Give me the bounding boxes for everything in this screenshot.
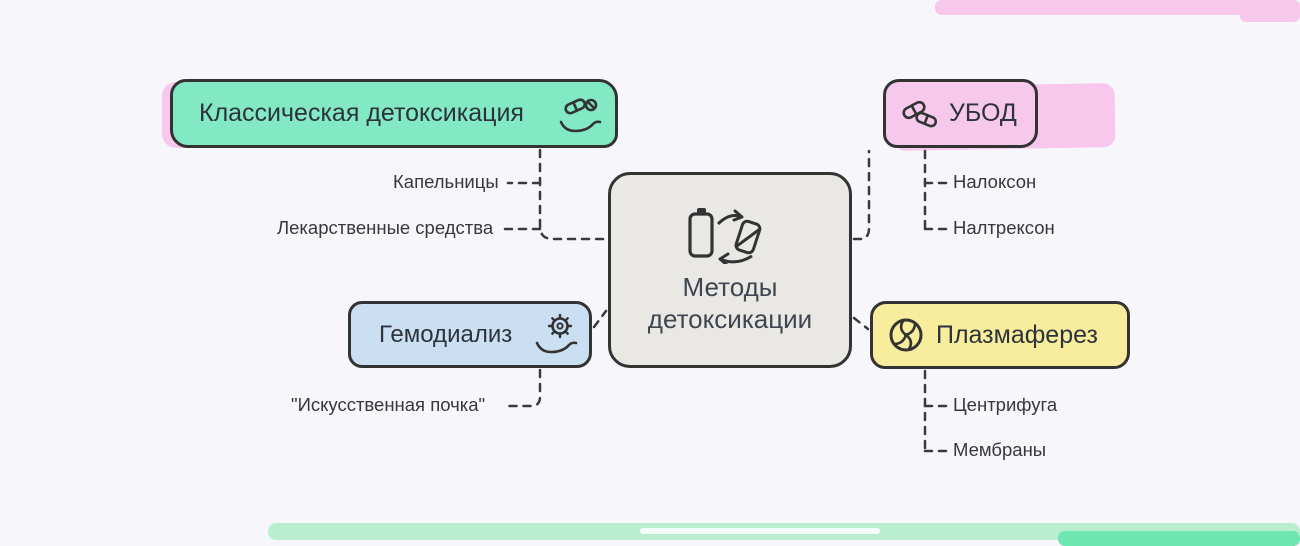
node-plasmapheresis[interactable]: Плазмаферез [870, 301, 1130, 369]
pills-icon [902, 100, 938, 127]
spiral-icon [889, 318, 923, 352]
child-lekarstvennye-sredstva[interactable]: Лекарственные средства [277, 217, 494, 238]
node-plasmapheresis-label: Плазмаферез [936, 320, 1098, 349]
node-center[interactable]: Методы детоксикации [608, 172, 852, 368]
node-ubod[interactable]: УБОД [883, 79, 1038, 148]
child-kapelnitsy[interactable]: Капельницы [393, 171, 499, 192]
node-classic-label: Классическая детоксикация [199, 99, 524, 127]
center-label-line2: детоксикации [647, 304, 813, 334]
node-classic-detox[interactable]: Классическая детоксикация [170, 79, 618, 148]
connector-lines [500, 148, 949, 453]
node-hemodialysis-label: Гемодиализ [379, 320, 513, 348]
hand-pills-icon [559, 97, 602, 132]
child-naltrekson[interactable]: Налтрексон [953, 217, 1055, 238]
hand-gear-icon [535, 313, 578, 353]
child-membrany[interactable]: Мембраны [953, 439, 1047, 460]
center-node-label: Методы детоксикации [648, 272, 812, 335]
child-nalokson[interactable]: Налоксон [953, 171, 1037, 192]
battery-recycle-icon [688, 208, 762, 265]
node-ubod-label: УБОД [949, 99, 1017, 127]
node-hemodialysis[interactable]: Гемодиализ [348, 301, 592, 368]
center-label-line1: Методы [682, 272, 778, 303]
child-iskusstvennaya-pochka[interactable]: "Искусственная почка" [291, 394, 486, 415]
child-tsentrifuga[interactable]: Центрифуга [953, 394, 1058, 415]
